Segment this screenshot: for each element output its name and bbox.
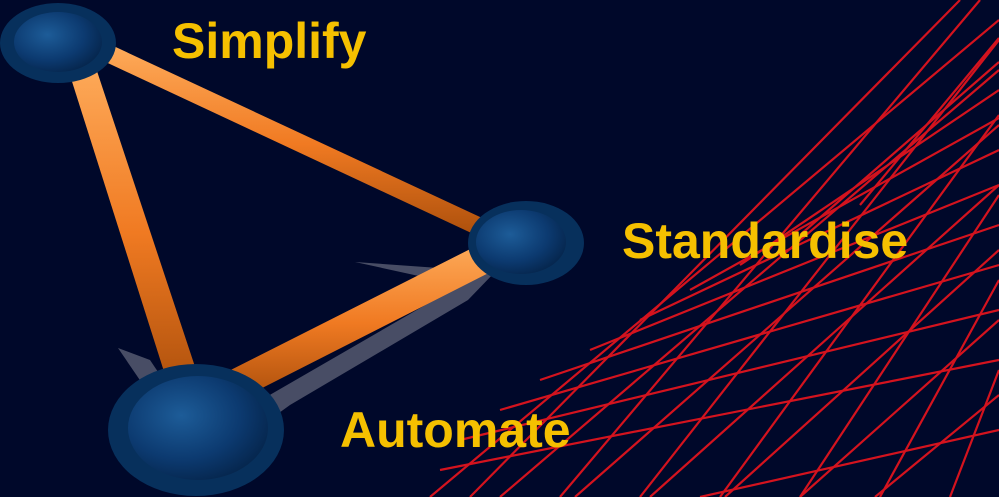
label-standardise: Standardise <box>622 213 908 269</box>
label-simplify: Simplify <box>172 13 367 69</box>
node-simplify <box>0 3 116 83</box>
label-automate: Automate <box>340 402 571 458</box>
connector-simplify-standardise <box>80 36 525 252</box>
node-automate <box>108 364 284 496</box>
connector-standardise-automate <box>195 234 522 412</box>
connector-simplify-automate <box>62 44 212 422</box>
node-standardise <box>468 201 584 285</box>
wireframe-grid-decoration <box>429 0 999 497</box>
